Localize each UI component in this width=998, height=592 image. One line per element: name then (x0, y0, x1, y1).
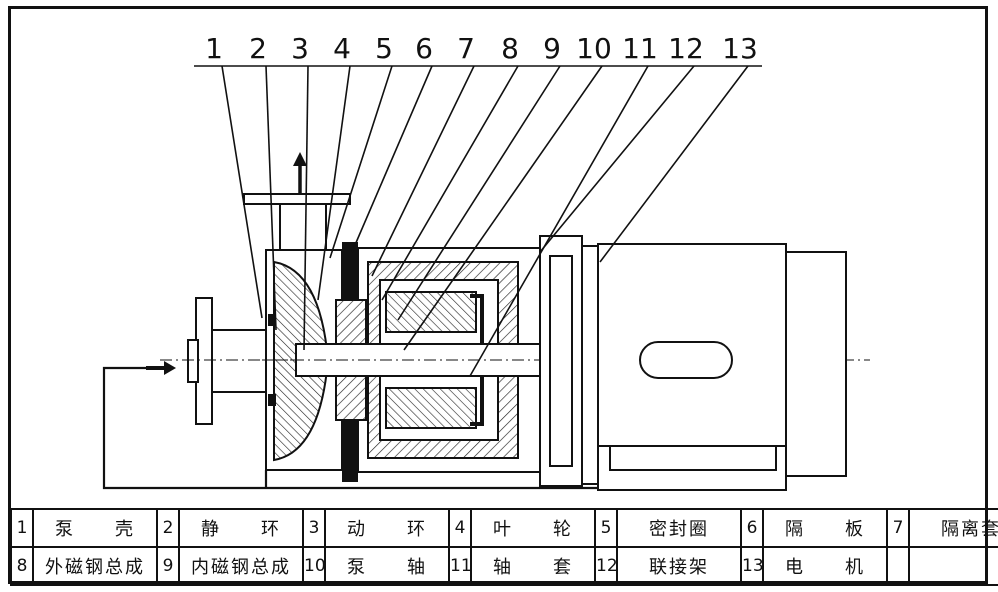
callout-number: 3 (291, 32, 309, 65)
callout-number: 13 (722, 32, 758, 65)
callout-leader-line (539, 65, 695, 253)
legend-part-name: 泵 壳 (32, 508, 158, 548)
callout-number: 12 (668, 32, 704, 65)
callout-number: 5 (375, 32, 393, 65)
legend-part-number: 7 (886, 508, 910, 548)
legend-part-number: 4 (448, 508, 472, 548)
legend-part-number: 13 (740, 546, 764, 586)
callout-leader-line (599, 65, 749, 263)
callout-number: 4 (333, 32, 351, 65)
legend-part-number: 10 (302, 546, 326, 586)
motor (581, 243, 847, 491)
outlet-arrow-icon (293, 152, 307, 194)
legend-part-number: 12 (594, 546, 618, 586)
legend-part-number: 9 (156, 546, 180, 586)
callout-leader-line (221, 65, 263, 319)
legend-part-number: 2 (156, 508, 180, 548)
inlet-arrow-icon (146, 361, 176, 375)
callout-leader-line (469, 65, 649, 377)
legend-part-name: 叶 轮 (470, 508, 596, 548)
callout-number: 8 (501, 32, 519, 65)
legend-part-name: 动 环 (324, 508, 450, 548)
callout-leader-line (329, 65, 393, 259)
callout-number: 7 (457, 32, 475, 65)
legend-part-name: 电 机 (762, 546, 888, 586)
legend-part-name: 外磁钢总成 (32, 546, 158, 586)
callout-leader-line (351, 65, 433, 253)
legend-part-name: 隔 板 (762, 508, 888, 548)
legend-part-name (908, 546, 998, 586)
legend-part-name: 隔离套 (908, 508, 998, 548)
legend-part-name: 静 环 (178, 508, 304, 548)
legend-part-number: 5 (594, 508, 618, 548)
legend-part-number: 11 (448, 546, 472, 586)
legend-part-name: 轴 套 (470, 546, 596, 586)
legend-part-number: 1 (10, 508, 34, 548)
legend-part-name: 密封圈 (616, 508, 742, 548)
callout-leaders (194, 65, 762, 377)
callout-leader-line (381, 65, 519, 301)
callout-number: 2 (249, 32, 267, 65)
callout-leader-line (403, 65, 603, 351)
legend-part-number (886, 546, 910, 586)
callout-leader-line (303, 65, 309, 351)
callout-leader-line (371, 65, 475, 277)
legend-part-name: 内磁钢总成 (178, 546, 304, 586)
legend-part-number: 8 (10, 546, 34, 586)
callout-leader-line (397, 65, 561, 321)
legend-part-name: 泵 轴 (324, 546, 450, 586)
callout-leader-line (265, 65, 277, 331)
pump-shaft (160, 343, 870, 377)
callout-number: 6 (415, 32, 433, 65)
callout-number: 9 (543, 32, 561, 65)
coupling-bracket (539, 235, 583, 487)
legend-part-name: 联接架 (616, 546, 742, 586)
legend-part-number: 3 (302, 508, 326, 548)
inlet-flange (187, 297, 269, 425)
callout-number: 1 (205, 32, 223, 65)
callout-number: 11 (622, 32, 658, 65)
legend-part-number: 6 (740, 508, 764, 548)
callout-leader-line (317, 65, 351, 301)
callout-number: 10 (576, 32, 612, 65)
